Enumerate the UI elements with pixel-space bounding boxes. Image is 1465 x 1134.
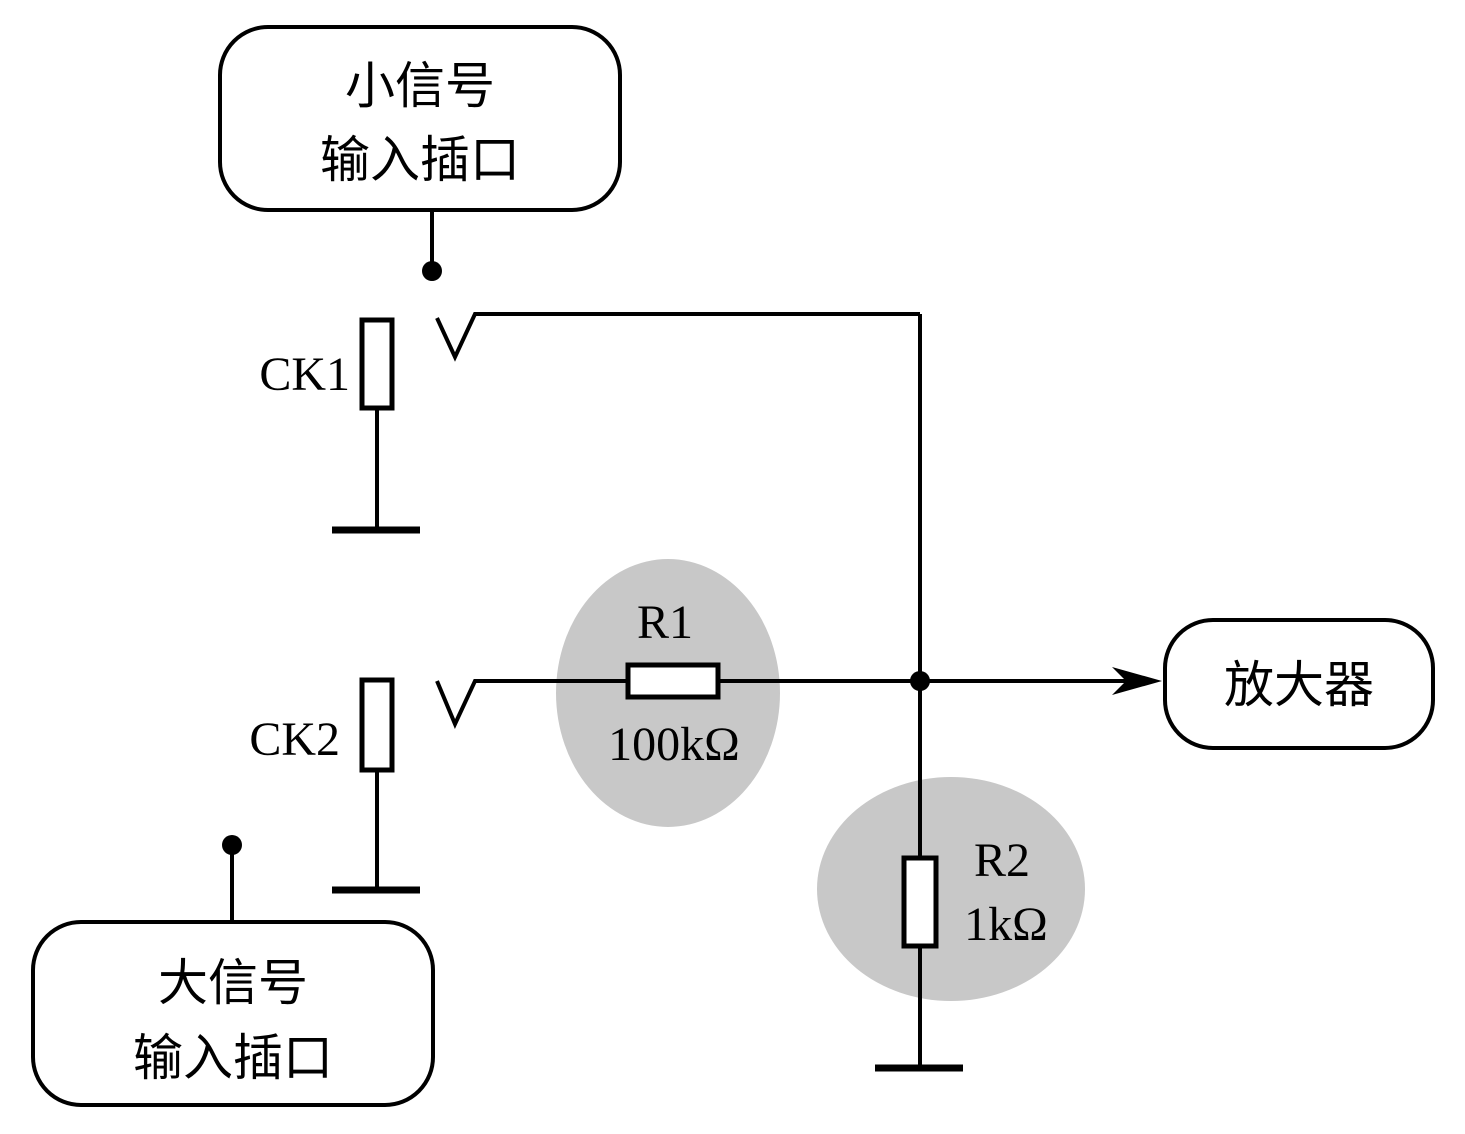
ck2-body xyxy=(359,677,395,773)
r2-body xyxy=(901,855,939,949)
r1-body xyxy=(625,662,721,700)
small-signal-contact xyxy=(422,261,442,281)
small-signal-label-line2: 输入插口 xyxy=(320,131,520,189)
ck2-spring-contact-wire xyxy=(435,679,628,729)
large-signal-input-box: 大信号 输入插口 xyxy=(31,920,435,1107)
ck2-label: CK2 xyxy=(249,713,340,766)
large-signal-label-line1: 大信号 xyxy=(158,954,308,1012)
r2-name: R2 xyxy=(974,834,1030,887)
ck1-body xyxy=(359,317,395,411)
junction-dot xyxy=(910,671,930,691)
ck1-label: CK1 xyxy=(259,348,350,401)
r2-value: 1kΩ xyxy=(964,898,1048,951)
r1-name: R1 xyxy=(637,596,693,649)
small-signal-input-box: 小信号 输入插口 xyxy=(218,25,622,212)
amplifier-box: 放大器 xyxy=(1163,618,1435,750)
r1-value: 100kΩ xyxy=(608,718,740,771)
amplifier-label: 放大器 xyxy=(1224,656,1374,714)
r2-resistor: R2 1kΩ xyxy=(875,834,1048,1072)
ck1-spring-contact-wire xyxy=(435,312,920,362)
ck1-jack: CK1 xyxy=(259,312,920,534)
r1-resistor: R1 100kΩ xyxy=(608,596,740,771)
output-arrow-icon xyxy=(1112,667,1162,695)
small-signal-label-line1: 小信号 xyxy=(345,57,495,115)
r2-highlight xyxy=(817,777,1085,1001)
large-signal-label-line2: 输入插口 xyxy=(133,1029,333,1087)
ck2-jack: CK2 xyxy=(249,677,628,894)
